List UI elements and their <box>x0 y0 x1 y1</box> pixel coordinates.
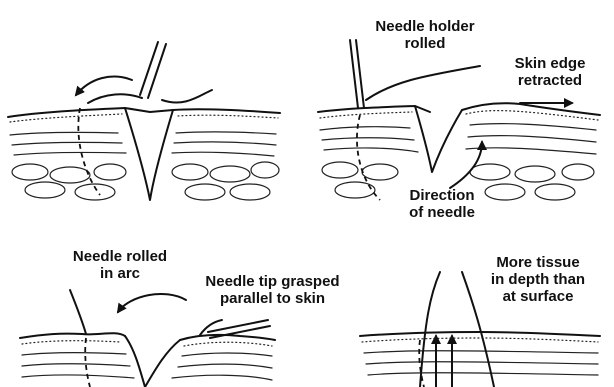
needle-holder <box>140 42 166 98</box>
wound-incision <box>125 108 173 200</box>
label-skin-edge-retracted: Skin edge retracted <box>500 55 600 89</box>
epidermis-layer <box>362 338 598 342</box>
skin-surface <box>20 333 275 340</box>
label-more-tissue-in-depth: More tissue in depth than at surface <box>478 254 598 305</box>
panel-top-left <box>8 42 280 200</box>
rotation-arrow <box>118 294 186 312</box>
suture-thread <box>366 66 480 100</box>
suture-thread <box>162 90 212 103</box>
epidermis-layer <box>10 114 278 122</box>
needle-tip <box>200 320 222 335</box>
label-needle-holder-rolled: Needle holder rolled <box>360 18 490 52</box>
needle-path <box>85 338 90 387</box>
dermis-fibers <box>364 351 598 375</box>
needle <box>70 290 86 334</box>
skin-surface <box>360 332 600 336</box>
needle-path <box>357 115 380 200</box>
wound-incision <box>125 336 180 387</box>
label-needle-rolled-in-arc: Needle rolled in arc <box>55 248 185 282</box>
dermis-fibers <box>320 124 596 154</box>
needle <box>88 94 142 103</box>
epidermis-layer <box>22 341 272 346</box>
rotation-arrow <box>76 76 132 95</box>
dermis-fibers <box>10 132 276 156</box>
dermis-fibers <box>22 353 272 380</box>
label-direction-of-needle: Direction of needle <box>392 187 492 221</box>
wound-incision <box>415 106 462 172</box>
label-needle-tip-grasped: Needle tip grasped parallel to skin <box>185 273 360 307</box>
